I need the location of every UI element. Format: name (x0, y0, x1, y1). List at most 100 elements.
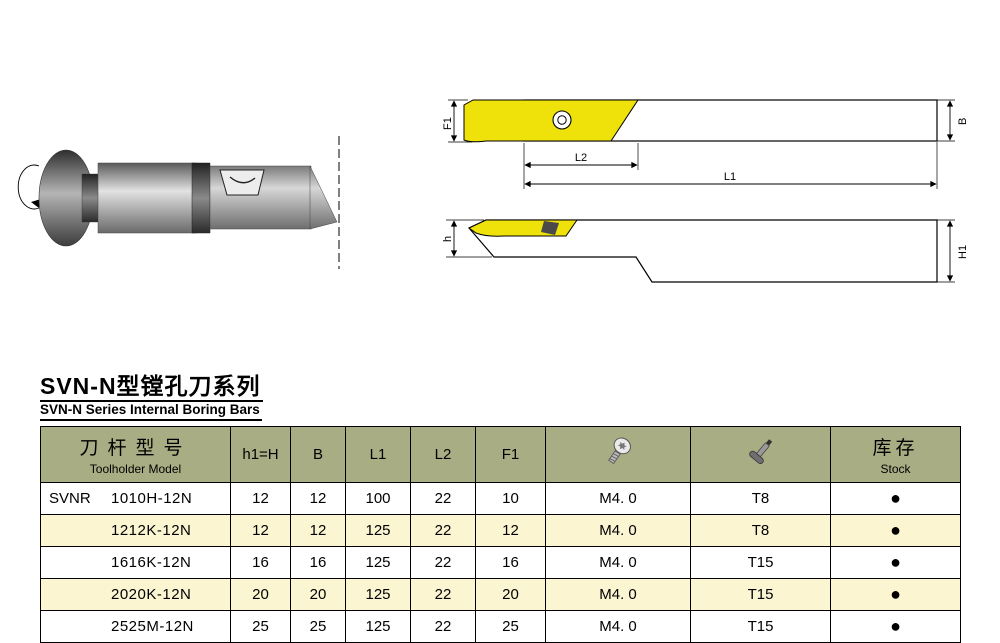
series-title: SVN-N型镗孔刀系列 (40, 373, 263, 403)
header-stock: 库存 Stock (830, 426, 961, 484)
cell-l1: 125 (345, 514, 411, 548)
series-subtitle: SVN-N Series Internal Boring Bars (40, 402, 262, 422)
cell-torx: T8 (690, 514, 831, 548)
insert-side (468, 219, 578, 237)
cell-screw: M4. 0 (545, 546, 691, 580)
cell-l1: 125 (345, 546, 411, 580)
cell-model: 1212K-12N (40, 514, 231, 548)
stock-dot: ● (890, 488, 901, 509)
stock-dot: ● (890, 552, 901, 573)
screw-hole (552, 110, 572, 130)
cell-b: 12 (290, 482, 346, 516)
cell-b: 12 (290, 514, 346, 548)
tool-tail (309, 165, 338, 230)
table-row: 2020K-12N 20 20 125 22 20 M4. 0 T15 ● (40, 578, 961, 612)
cell-model: 1616K-12N (40, 546, 231, 580)
header-model: 刀杆型号 Toolholder Model (40, 426, 231, 484)
cell-model: 2525M-12N (40, 610, 231, 643)
title-block: SVN-N型镗孔刀系列 SVN-N Series Internal Boring… (40, 373, 1000, 422)
collar-band (191, 162, 211, 234)
cell-torx: T8 (690, 482, 831, 516)
cell-torx: T15 (690, 578, 831, 612)
cell-screw: M4. 0 (545, 514, 691, 548)
cell-stock: ● (830, 514, 961, 548)
cell-model: 2020K-12N (40, 578, 231, 612)
cell-stock: ● (830, 482, 961, 516)
cell-h1: 16 (230, 546, 291, 580)
dim-label-h: h (442, 236, 454, 242)
header-l1: L1 (345, 426, 411, 484)
cell-screw: M4. 0 (545, 578, 691, 612)
header-b: B (290, 426, 346, 484)
table-row: 1212K-12N 12 12 125 22 12 M4. 0 T8 ● (40, 514, 961, 548)
cell-l2: 22 (410, 546, 476, 580)
cell-screw: M4. 0 (545, 482, 691, 516)
header-l2: L2 (410, 426, 476, 484)
cell-h1: 12 (230, 482, 291, 516)
stock-dot: ● (890, 520, 901, 541)
table-row: SVNR 1010H-12N 12 12 100 22 10 M4. 0 T8 … (40, 482, 961, 516)
tool-photo-illustration (6, 136, 351, 276)
cell-f1: 12 (475, 514, 546, 548)
dim-label-b: B (957, 118, 968, 125)
cell-l2: 22 (410, 482, 476, 516)
model-number: 2525M-12N (111, 618, 194, 636)
shank-cylinder (97, 162, 197, 234)
dim-label-l2: L2 (575, 152, 587, 164)
drawing-top-view: F1 B L2 L1 (442, 99, 968, 189)
model-number: 1212K-12N (111, 522, 192, 540)
cell-stock: ● (830, 578, 961, 612)
boring-bar-photo (17, 136, 340, 269)
cell-stock: ● (830, 546, 961, 580)
neck (81, 173, 100, 223)
model-prefix: SVNR (49, 490, 91, 508)
cell-b: 25 (290, 610, 346, 643)
dim-label-l1: L1 (724, 171, 736, 183)
cell-torx: T15 (690, 610, 831, 643)
header-model-en: Toolholder Model (89, 462, 182, 477)
screw-icon (608, 437, 631, 465)
cell-l1: 125 (345, 578, 411, 612)
table-row: 1616K-12N 16 16 125 22 16 M4. 0 T15 ● (40, 546, 961, 580)
dim-label-f1: F1 (442, 117, 454, 130)
cell-f1: 20 (475, 578, 546, 612)
cell-l1: 125 (345, 610, 411, 643)
spec-table: 刀杆型号 Toolholder Model h1=H B L1 L2 F1 (40, 426, 961, 643)
rotation-arrowhead (31, 199, 41, 208)
header-f1: F1 (475, 426, 546, 484)
stock-dot: ● (890, 616, 901, 637)
header-model-cn: 刀杆型号 (79, 438, 192, 460)
cell-h1: 25 (230, 610, 291, 643)
cell-f1: 25 (475, 610, 546, 643)
cell-h1: 20 (230, 578, 291, 612)
cell-f1: 10 (475, 482, 546, 516)
cell-h1: 12 (230, 514, 291, 548)
torx-key-icon (748, 439, 772, 465)
header-stock-en: Stock (880, 462, 911, 477)
header-row: 刀杆型号 Toolholder Model h1=H B L1 L2 F1 (40, 426, 961, 484)
cell-f1: 16 (475, 546, 546, 580)
rotation-arrow-icon (17, 164, 40, 210)
header-h1h: h1=H (230, 426, 291, 484)
top-section: F1 B L2 L1 h H1 (6, 86, 968, 302)
cell-stock: ● (830, 610, 961, 643)
header-screw (545, 426, 691, 484)
cell-b: 16 (290, 546, 346, 580)
cell-l2: 22 (410, 514, 476, 548)
insert-head (463, 99, 639, 143)
drawing-side-view: h H1 (442, 219, 968, 283)
insert-chipbreaker-mark (229, 176, 256, 184)
technical-drawings: F1 B L2 L1 h H1 (438, 86, 968, 302)
dim-label-h1: H1 (957, 245, 968, 259)
cell-l1: 100 (345, 482, 411, 516)
cell-l2: 22 (410, 610, 476, 643)
model-number: 1010H-12N (111, 490, 193, 508)
cell-torx: T15 (690, 546, 831, 580)
header-torx (690, 426, 831, 484)
cell-model: SVNR 1010H-12N (40, 482, 231, 516)
screw-hole-inner (557, 115, 567, 125)
cell-b: 20 (290, 578, 346, 612)
model-number: 2020K-12N (111, 586, 192, 604)
cell-l2: 22 (410, 578, 476, 612)
header-stock-cn: 库存 (872, 438, 919, 460)
